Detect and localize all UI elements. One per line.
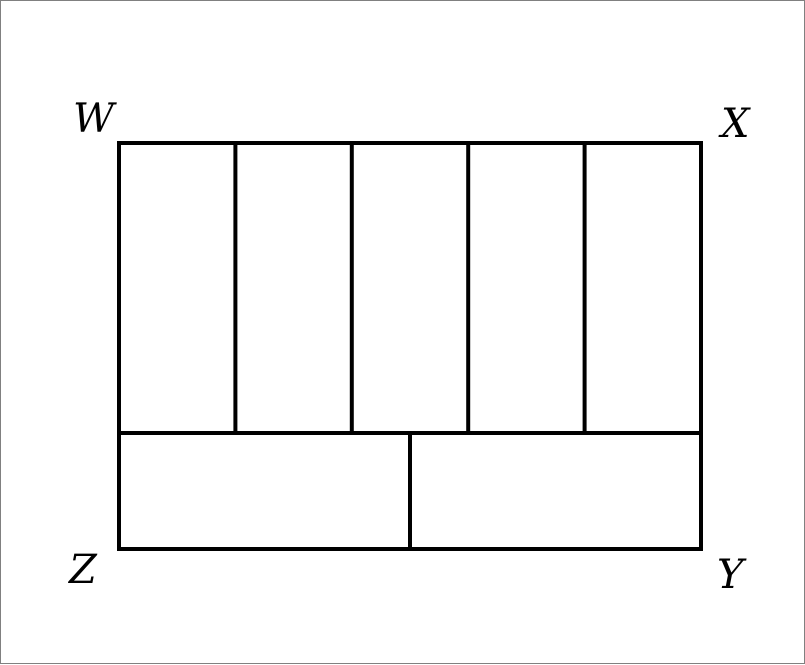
vertex-label-w: W [73, 96, 117, 142]
vertex-label-y: Y [717, 552, 747, 598]
vertex-label-z: Z [67, 547, 98, 593]
vertex-label-x: X [718, 101, 751, 147]
